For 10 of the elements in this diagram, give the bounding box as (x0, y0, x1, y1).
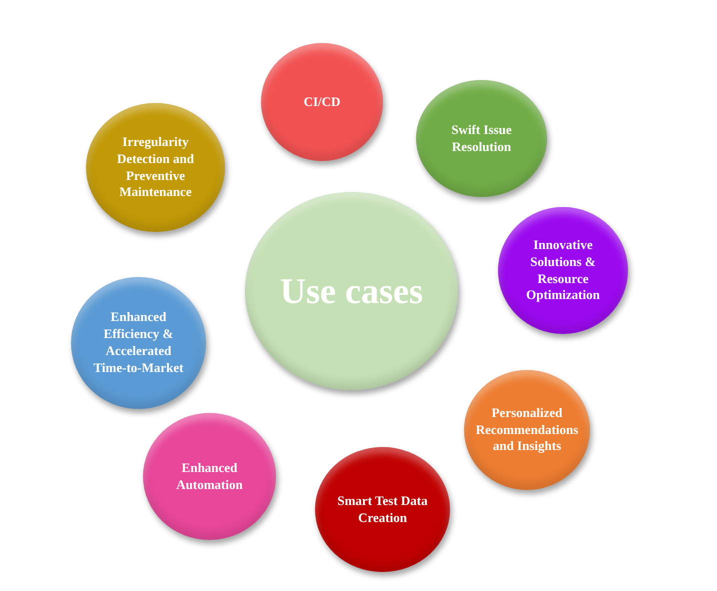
hub-title: Use cases (280, 270, 423, 313)
use-case-label: Innovative Solutions & Resource Optimization (525, 236, 601, 304)
use-case-label: Personalized Recommendations and Insights (474, 404, 580, 456)
use-case-circle (143, 413, 276, 540)
use-case-label: Enhanced Efficiency & Accelerated Time-to-Market (92, 309, 184, 377)
use-case-label: Enhanced Automation (175, 460, 244, 494)
use-case-label: Irregularity Detection and Preventive Maintenance (116, 134, 195, 202)
use-case-label: Smart Test Data Creation (336, 492, 429, 526)
use-case-label: CI/CD (304, 94, 340, 110)
use-case-label: Swift Issue Resolution (450, 122, 513, 156)
